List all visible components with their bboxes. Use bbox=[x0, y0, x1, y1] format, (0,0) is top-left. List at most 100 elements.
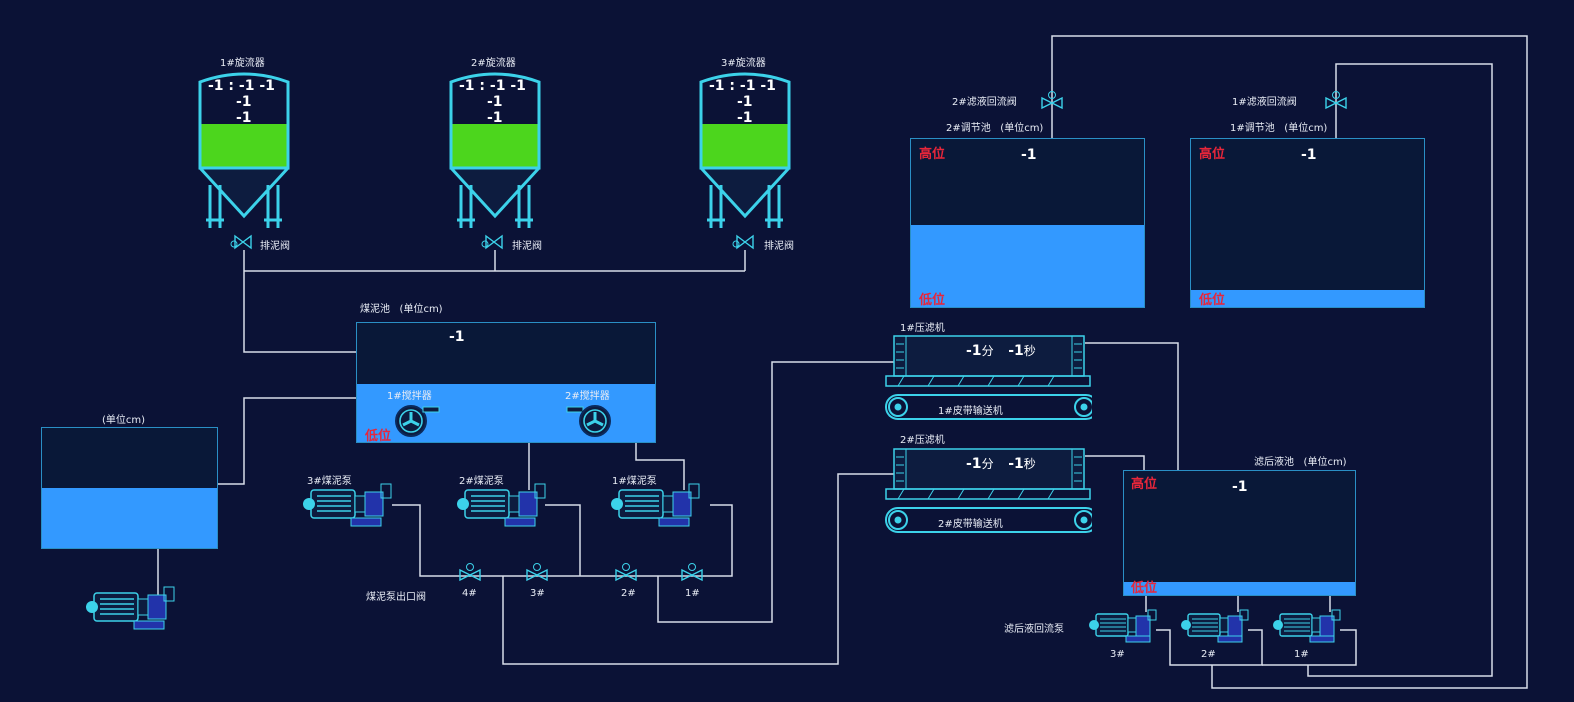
filtrate-pool: 高位 -1 低位 bbox=[1123, 470, 1356, 596]
filter-press-1-title: 1#压滤机 bbox=[900, 323, 945, 334]
outlet-valve-4-label: 4# bbox=[462, 588, 477, 599]
filtrate-pool-unit: (单位cm) bbox=[1303, 457, 1347, 468]
cyclone-1: 1#旋流器 -1 : -1 -1 -1 -1 bbox=[196, 56, 292, 256]
tank2: 高位 -1 低位 bbox=[910, 138, 1145, 308]
slime-pump-1-icon[interactable] bbox=[609, 482, 703, 528]
outlet-valve-2-icon[interactable] bbox=[614, 562, 638, 582]
tank1-value: -1 bbox=[1301, 147, 1317, 163]
tank1-high-mark: 高位 bbox=[1199, 147, 1226, 162]
discharge-valve-3-label: 排泥阀 bbox=[764, 241, 794, 252]
filter-press-2-timer: -1分 -1秒 bbox=[966, 455, 1036, 472]
return-pump-3-label: 3# bbox=[1110, 649, 1125, 660]
minutes-unit: 分 bbox=[981, 344, 994, 358]
filter-press-2-title: 2#压滤机 bbox=[900, 435, 945, 446]
cyclone-reading-row1: -1 : -1 -1 bbox=[459, 78, 526, 94]
tank2-value: -1 bbox=[1021, 147, 1037, 163]
tank1-title: 1#调节池 (单位cm) bbox=[1230, 119, 1327, 134]
filtrate-pool-name: 滤后液池 bbox=[1254, 457, 1294, 468]
return-pump-2-icon[interactable] bbox=[1180, 608, 1252, 644]
cyclone-vessel-icon bbox=[198, 72, 290, 228]
cyclone-3: 3#旋流器 -1 : -1 -1 -1 -1 bbox=[697, 56, 793, 256]
outlet-valve-1-label: 1# bbox=[685, 588, 700, 599]
slime-pool: -1 低位 1#搅拌器 2#搅拌器 bbox=[356, 322, 656, 444]
slime-pump-2-label: 2#煤泥泵 bbox=[459, 476, 504, 487]
cyclone-vessel-icon bbox=[449, 72, 541, 228]
outlet-valve-4-icon[interactable] bbox=[458, 562, 482, 582]
cyclone-title: 1#旋流器 bbox=[220, 58, 265, 69]
cyclone-title: 3#旋流器 bbox=[721, 58, 766, 69]
mixer-2-label: 2#搅拌器 bbox=[565, 391, 610, 402]
slime-pump-1-label: 1#煤泥泵 bbox=[612, 476, 657, 487]
cyclone-vessel-icon bbox=[699, 72, 791, 228]
seconds-unit: 秒 bbox=[1023, 457, 1036, 471]
tank2-low-mark: 低位 bbox=[919, 293, 946, 308]
tank1-level bbox=[1191, 290, 1424, 307]
tank1-unit: (单位cm) bbox=[1284, 123, 1328, 134]
filter-press-2: -1分 -1秒 2#皮带输送机 bbox=[884, 447, 1092, 535]
cyclone-title: 2#旋流器 bbox=[471, 58, 516, 69]
outlet-valve-1-icon[interactable] bbox=[680, 562, 704, 582]
discharge-valve-1-label: 排泥阀 bbox=[260, 241, 290, 252]
return-pump-1-label: 1# bbox=[1294, 649, 1309, 660]
return-pump-3-icon[interactable] bbox=[1088, 608, 1160, 644]
outlet-valve-3-icon[interactable] bbox=[525, 562, 549, 582]
slime-pool-name: 煤泥池 bbox=[360, 304, 390, 315]
filter-press-1-timer: -1分 -1秒 bbox=[966, 342, 1036, 359]
cyclone-reading-row3: -1 bbox=[737, 110, 753, 126]
seconds-unit: 秒 bbox=[1023, 344, 1036, 358]
discharge-valve-3-icon[interactable] bbox=[731, 234, 755, 252]
tank2-level bbox=[911, 225, 1144, 307]
belt-conveyor-2-label: 2#皮带输送机 bbox=[938, 519, 1003, 530]
slime-pump-3-label: 3#煤泥泵 bbox=[307, 476, 352, 487]
left-pool bbox=[41, 427, 218, 549]
slime-pool-low-mark: 低位 bbox=[365, 429, 392, 444]
mixer-2-fan-icon[interactable] bbox=[565, 401, 615, 437]
outlet-valves-label: 煤泥泵出口阀 bbox=[366, 592, 426, 603]
tank2-name: 2#调节池 bbox=[946, 123, 991, 134]
slime-pump-3-icon[interactable] bbox=[301, 482, 395, 528]
return-pump-1-icon[interactable] bbox=[1272, 608, 1344, 644]
tank2-return-valve-label: 2#滤液回流阀 bbox=[952, 97, 1017, 108]
return-pump-2-label: 2# bbox=[1201, 649, 1216, 660]
cyclone-reading-row1: -1 : -1 -1 bbox=[208, 78, 275, 94]
tank2-return-valve-icon[interactable] bbox=[1040, 90, 1064, 110]
slime-pool-value: -1 bbox=[449, 329, 465, 345]
tank1-return-valve-icon[interactable] bbox=[1324, 90, 1348, 110]
slime-pool-title: 煤泥池 (单位cm) bbox=[360, 300, 443, 315]
mixer-1-fan-icon[interactable] bbox=[393, 401, 443, 437]
cyclone-reading-row2: -1 bbox=[236, 94, 252, 110]
slime-pump-2-icon[interactable] bbox=[455, 482, 549, 528]
filtrate-pool-high-mark: 高位 bbox=[1131, 477, 1158, 492]
slime-pool-unit: (单位cm) bbox=[399, 304, 443, 315]
left-pool-pump-icon[interactable] bbox=[84, 585, 178, 631]
discharge-valve-2-label: 排泥阀 bbox=[512, 241, 542, 252]
mixer-1-label: 1#搅拌器 bbox=[387, 391, 432, 402]
cyclone-reading-row2: -1 bbox=[737, 94, 753, 110]
tank2-high-mark: 高位 bbox=[919, 147, 946, 162]
left-pool-unit: (单位cm) bbox=[102, 415, 146, 426]
filtrate-pool-level bbox=[1124, 582, 1355, 595]
cyclone-2: 2#旋流器 -1 : -1 -1 -1 -1 bbox=[447, 56, 543, 256]
filter-press-2-minutes: -1 bbox=[966, 456, 982, 472]
tank1: 高位 -1 低位 bbox=[1190, 138, 1425, 308]
tank2-unit: (单位cm) bbox=[1000, 123, 1044, 134]
filter-press-1-icon bbox=[884, 335, 1092, 420]
filtrate-pool-value: -1 bbox=[1232, 479, 1248, 495]
tank1-name: 1#调节池 bbox=[1230, 123, 1275, 134]
tank2-title: 2#调节池 (单位cm) bbox=[946, 119, 1043, 134]
discharge-valve-2-icon[interactable] bbox=[480, 234, 504, 252]
cyclone-reading-row2: -1 bbox=[487, 94, 503, 110]
cyclone-reading-row3: -1 bbox=[487, 110, 503, 126]
filtrate-pool-low-mark: 低位 bbox=[1131, 581, 1158, 596]
filter-press-2-icon bbox=[884, 448, 1092, 533]
tank1-low-mark: 低位 bbox=[1199, 293, 1226, 308]
filter-press-1-seconds: -1 bbox=[1008, 343, 1024, 359]
filtrate-pool-title: 滤后液池 (单位cm) bbox=[1254, 453, 1347, 468]
filter-press-1-minutes: -1 bbox=[966, 343, 982, 359]
outlet-valve-3-label: 3# bbox=[530, 588, 545, 599]
outlet-valve-2-label: 2# bbox=[621, 588, 636, 599]
left-pool-level bbox=[42, 488, 217, 548]
belt-conveyor-1-label: 1#皮带输送机 bbox=[938, 406, 1003, 417]
discharge-valve-1-icon[interactable] bbox=[229, 234, 253, 252]
filter-press-1: -1分 -1秒 1#皮带输送机 bbox=[884, 334, 1092, 422]
